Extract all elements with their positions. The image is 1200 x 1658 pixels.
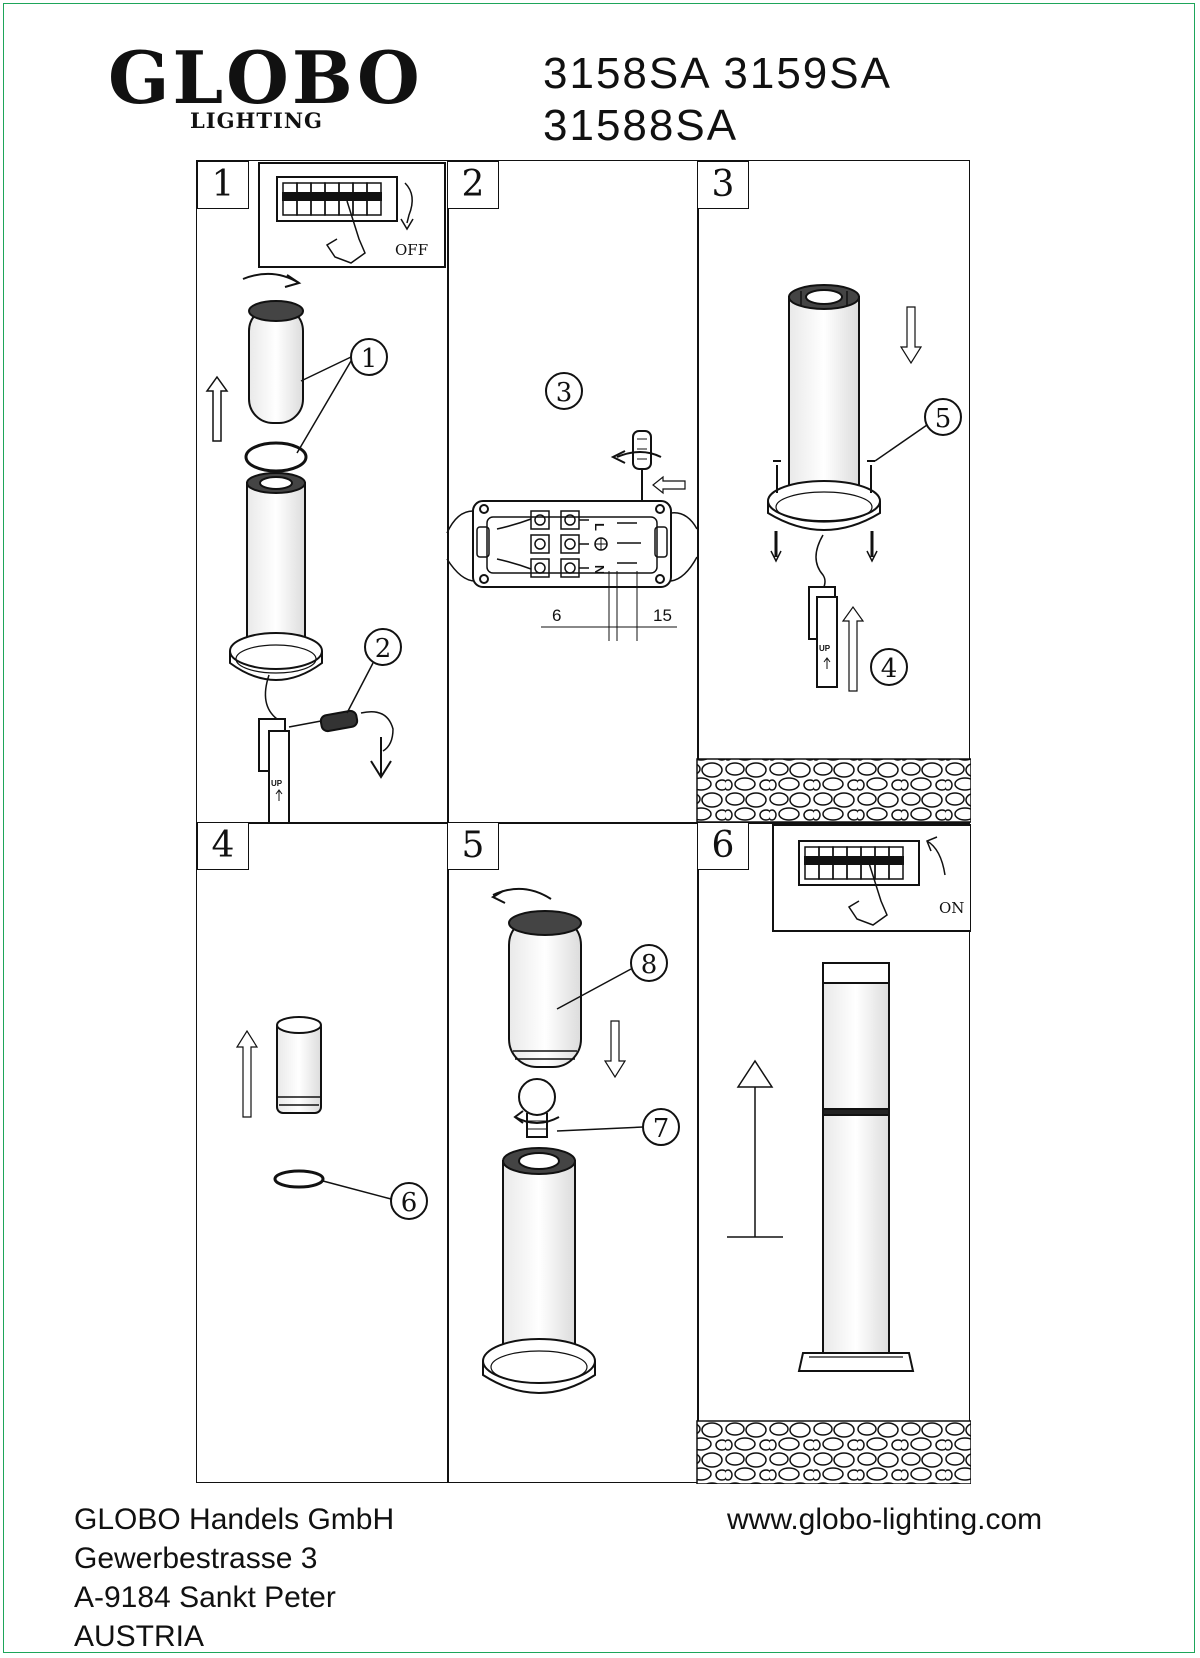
dimension-6: 6 <box>552 606 561 625</box>
page-frame <box>3 3 1195 1653</box>
callout-4: 4 <box>881 654 898 684</box>
step1-breaker-box <box>258 162 446 268</box>
instruction-grid: 1 2 3 4 5 6 <box>196 160 971 1484</box>
terminal-label-l: L <box>592 523 607 531</box>
step3-up-label: UP <box>819 644 831 653</box>
grid-divider <box>447 161 449 1482</box>
company-street: Gewerbestrasse 3 <box>74 1542 318 1575</box>
callout-5: 5 <box>935 404 952 434</box>
step-number-4: 4 <box>197 822 249 870</box>
step-number-6: 6 <box>697 822 749 870</box>
callout-1: 1 <box>361 344 378 374</box>
callout-7: 7 <box>653 1114 670 1144</box>
dimension-15: 15 <box>653 606 672 625</box>
step6-breaker-box <box>772 824 971 932</box>
grid-divider <box>197 822 969 824</box>
company-country: AUSTRIA <box>74 1620 205 1653</box>
callout-3: 3 <box>556 378 573 408</box>
brand-sub: LIGHTING <box>190 108 323 133</box>
company-address: GLOBO Handels GmbH Gewerbestrasse 3 A-91… <box>74 1500 394 1656</box>
step-number-2: 2 <box>447 161 499 209</box>
step-number-3: 3 <box>697 161 749 209</box>
brand-name: GLOBO <box>108 35 423 120</box>
callout-8: 8 <box>641 950 658 980</box>
company-city: A-9184 Sankt Peter <box>74 1581 336 1614</box>
terminal-label-n: N <box>592 565 607 574</box>
step1-up-label: UP <box>271 779 283 788</box>
step1-switch-label: OFF <box>395 241 428 259</box>
company-name: GLOBO Handels GmbH <box>74 1503 395 1536</box>
model-line-2: 31588SA <box>543 101 739 150</box>
step-number-1: 1 <box>197 161 249 209</box>
brand-logo: GLOBO LIGHTING <box>108 35 438 134</box>
model-line-1: 3158SA 3159SA <box>543 49 892 98</box>
step-number-5: 5 <box>447 822 499 870</box>
step6-switch-label: ON <box>939 899 964 917</box>
callout-2: 2 <box>375 634 392 664</box>
model-numbers: 3158SA 3159SA 31588SA <box>543 48 892 152</box>
callout-6: 6 <box>401 1188 418 1218</box>
website-link[interactable]: www.globo-lighting.com <box>727 1503 1043 1536</box>
assembly-drawings: OFF UP <box>205 162 971 1484</box>
